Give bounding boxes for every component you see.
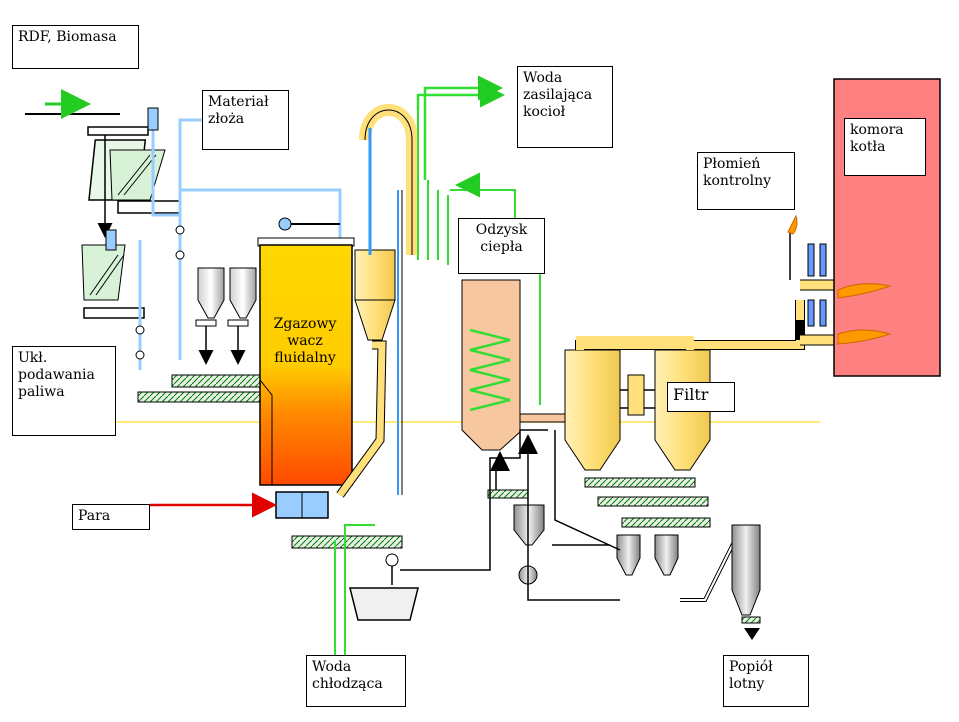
- boiler-feed-water-label: Woda zasilająca kocioł: [517, 66, 613, 148]
- valve-icon: [105, 107, 185, 360]
- heat-recovery-label: Odzysk ciepła: [458, 218, 545, 274]
- flame-icon: [837, 329, 892, 345]
- flame-icon: [787, 214, 798, 235]
- gas-pipes: [575, 214, 834, 355]
- boiler-chamber-label: komora kotła: [844, 118, 926, 176]
- filter-label: Filtr: [667, 382, 735, 412]
- feed-material-label: RDF, Biomasa: [12, 25, 139, 69]
- fly-ash-label: Popiół lotny: [723, 655, 809, 707]
- gasifier-label: Zgazowy wacz fluidalny: [273, 316, 337, 366]
- flame-icon: [837, 283, 892, 299]
- ash-handling: [400, 429, 761, 640]
- feed-water-line: [423, 75, 503, 180]
- fuel-feed-system: [25, 89, 342, 403]
- cooling-water-line: [334, 524, 375, 655]
- cooling-water-label: Woda chłodząca: [306, 655, 406, 707]
- pilot-flame-label: Płomień kontrolny: [697, 152, 795, 210]
- filter-cyclones: [564, 336, 711, 528]
- valve-icon: [385, 553, 399, 567]
- cyclone: [336, 104, 418, 498]
- fuel-feed-system-label: Ukł. podawania paliwa: [12, 346, 116, 436]
- heat-recovery-unit: [416, 82, 566, 451]
- steam-label: Para: [72, 504, 150, 530]
- bed-material-label: Materiał złoża: [202, 90, 289, 150]
- gasifier: [257, 217, 419, 621]
- ash-outlet-arrow-icon: [744, 628, 760, 640]
